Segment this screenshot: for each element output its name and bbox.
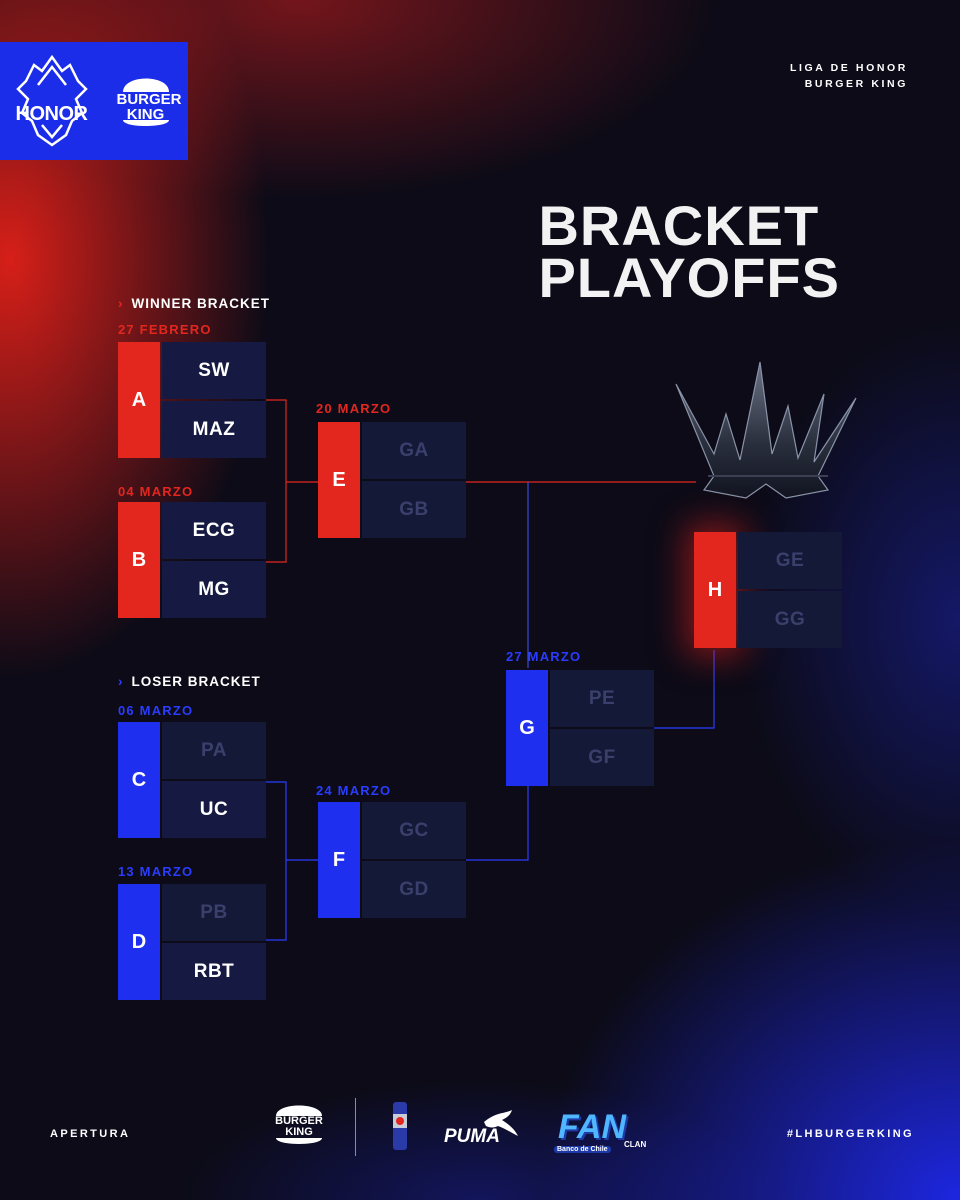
- match-e: E GA GB: [318, 422, 466, 538]
- burger-king-logo-text: BURGER KING: [116, 91, 182, 123]
- match-b-team-bottom: MG: [162, 561, 266, 618]
- match-d-date: 13 MARZO: [118, 864, 194, 879]
- chevron-right-icon: ›: [118, 296, 124, 311]
- honor-logo-text: HONOR: [15, 103, 88, 125]
- burger-king-sponsor-logo: BURGER KING: [272, 1100, 326, 1148]
- match-letter: H: [694, 532, 736, 648]
- footer-season-label: APERTURA: [50, 1128, 131, 1140]
- match-e-date: 20 MARZO: [316, 401, 392, 416]
- match-c-team-bottom: UC: [162, 781, 266, 838]
- match-h-team-bottom: GG: [738, 591, 842, 648]
- match-a-team-top: SW: [162, 342, 266, 399]
- match-g-team-top: PE: [550, 670, 654, 727]
- match-c-team-top: PA: [162, 722, 266, 779]
- match-h-team-top: GE: [738, 532, 842, 589]
- match-f-date: 24 MARZO: [316, 783, 392, 798]
- fan-sub-text: Banco de Chile: [554, 1146, 611, 1153]
- fan-clan-logo: FAN Banco de Chile CLAN: [552, 1104, 660, 1160]
- match-letter: D: [118, 884, 160, 1000]
- winner-bracket-label: › WINNER BRACKET: [118, 296, 270, 311]
- burger-king-sponsor-text: BURGER KING: [275, 1115, 323, 1138]
- match-letter: G: [506, 670, 548, 786]
- match-b: B ECG MG: [118, 502, 266, 618]
- puma-logo: PUMA: [444, 1108, 524, 1148]
- match-c-date: 06 MARZO: [118, 703, 194, 718]
- match-a-team-bottom: MAZ: [162, 401, 266, 458]
- page-title: BRACKET PLAYOFFS: [538, 194, 840, 309]
- burger-king-logo: BURGER KING: [116, 70, 182, 132]
- liga-de-honor-logo: HONOR: [14, 54, 90, 147]
- match-e-team-top: GA: [362, 422, 466, 479]
- red-bull-can-icon: [392, 1100, 408, 1152]
- match-a: A SW MAZ: [118, 342, 266, 458]
- match-letter: C: [118, 722, 160, 838]
- chevron-right-icon: ›: [118, 674, 124, 689]
- match-f-team-top: GC: [362, 802, 466, 859]
- match-a-date: 27 FEBRERO: [118, 322, 212, 337]
- match-g-team-bottom: GF: [550, 729, 654, 786]
- fan-clan-text: CLAN: [624, 1140, 647, 1149]
- match-c: C PA UC: [118, 722, 266, 838]
- puma-logo-text: PUMA: [444, 1126, 500, 1147]
- match-b-date: 04 MARZO: [118, 484, 194, 499]
- fan-logo-text: FAN: [558, 1108, 626, 1146]
- loser-bracket-label: › LOSER BRACKET: [118, 674, 261, 689]
- match-letter: E: [318, 422, 360, 538]
- match-d-team-top: PB: [162, 884, 266, 941]
- match-letter: F: [318, 802, 360, 918]
- title-line1: BRACKET: [538, 194, 820, 257]
- league-name-line1: LIGA DE HONOR: [790, 62, 908, 74]
- match-d: D PB RBT: [118, 884, 266, 1000]
- winner-bracket-label-text: WINNER BRACKET: [131, 296, 270, 311]
- title-line2: PLAYOFFS: [538, 246, 840, 309]
- match-f: F GC GD: [318, 802, 466, 918]
- sponsor-divider: [355, 1098, 356, 1156]
- footer-hashtag: #LHBURGERKING: [786, 1128, 914, 1140]
- loser-bracket-label-text: LOSER BRACKET: [131, 674, 261, 689]
- match-e-team-bottom: GB: [362, 481, 466, 538]
- crown-icon: [668, 358, 864, 502]
- match-letter: B: [118, 502, 160, 618]
- brand-logo-block: HONOR BURGER KING: [0, 42, 188, 160]
- match-g-date: 27 MARZO: [506, 649, 582, 664]
- match-g: G PE GF: [506, 670, 654, 786]
- match-d-team-bottom: RBT: [162, 943, 266, 1000]
- match-f-team-bottom: GD: [362, 861, 466, 918]
- match-letter: A: [118, 342, 160, 458]
- match-h: H GE GG: [694, 532, 842, 648]
- league-name-line2: BURGER KING: [804, 78, 908, 90]
- league-name: LIGA DE HONOR BURGER KING: [790, 60, 908, 92]
- match-b-team-top: ECG: [162, 502, 266, 559]
